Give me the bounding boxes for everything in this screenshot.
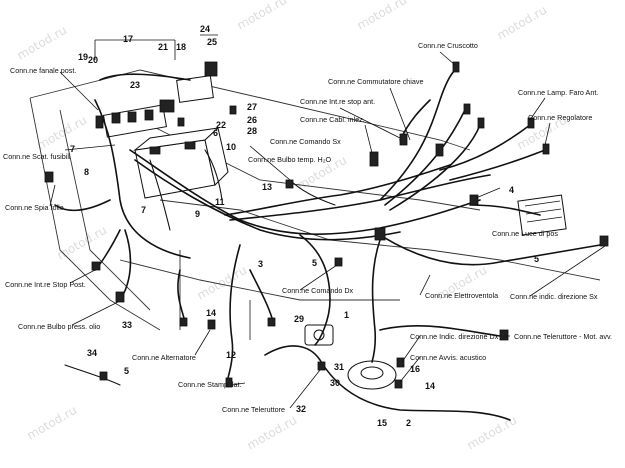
callout: 19 xyxy=(78,52,88,62)
callout: 5 xyxy=(534,254,539,264)
label-fanale-post: Conn.ne fanale post. xyxy=(10,66,76,75)
callout: 24 xyxy=(200,24,210,34)
fuse-box xyxy=(102,104,168,138)
callout: 33 xyxy=(122,320,132,330)
callout: 3 xyxy=(258,259,263,269)
label-bulbo-press-olio: Conn.ne Bulbo press. olio xyxy=(18,322,100,331)
watermark: motod.ru xyxy=(15,23,70,63)
label-scat-fusibili: Conn.ne Scat. fusibili xyxy=(3,152,71,161)
leader-lines xyxy=(49,34,606,409)
callout: 5 xyxy=(312,258,317,268)
callout-numbers: 17 24 25 19 20 21 18 23 27 26 22 28 6 10… xyxy=(70,24,539,428)
label-avvis-acustico: Conn.ne Avvis. acustico xyxy=(410,353,486,362)
starter-relay xyxy=(304,324,334,346)
label-cabl-inlez: Conn.ne Cabl. inlez. xyxy=(300,115,365,124)
callout: 5 xyxy=(124,366,129,376)
label-cruscotto: Conn.ne Cruscotto xyxy=(418,41,478,50)
callout: 7 xyxy=(141,205,146,215)
label-spia-folle: Conn.ne Spia folle xyxy=(5,203,64,212)
label-commutatore-chiave: Conn.ne Commutatore chiave xyxy=(328,77,423,86)
callout: 14 xyxy=(425,381,435,391)
callout: 28 xyxy=(247,126,257,136)
label-int-stop-post: Conn.ne Int.re Stop Post. xyxy=(5,280,86,289)
connectors xyxy=(44,61,609,389)
callout: 18 xyxy=(176,42,186,52)
watermark: motod.ru xyxy=(495,3,550,43)
callout: 12 xyxy=(226,350,236,360)
relay-cluster xyxy=(159,61,218,113)
callout: 20 xyxy=(88,55,98,65)
watermark: motod.ru xyxy=(55,223,110,263)
callout: 8 xyxy=(84,167,89,177)
callout: 17 xyxy=(123,34,133,44)
connection-labels: Conn.ne fanale post. Conn.ne Scat. fusib… xyxy=(3,41,612,414)
regulator xyxy=(517,194,567,236)
callout: 25 xyxy=(207,37,217,47)
callout: 23 xyxy=(130,80,140,90)
callout: 31 xyxy=(334,362,344,372)
callout: 21 xyxy=(158,42,168,52)
label-teleruttore-mot-avv: Conn.ne Teleruttore - Mot. avv. xyxy=(514,332,612,341)
label-regolatore: Conn.ne Regolatore xyxy=(528,113,592,122)
callout: 32 xyxy=(296,404,306,414)
watermark: motod.ru xyxy=(465,413,520,453)
callout: 22 xyxy=(216,120,226,130)
label-indic-direzione-sx: Conn.ne indic. direzione Sx xyxy=(510,292,598,301)
battery xyxy=(133,127,229,199)
callout: 15 xyxy=(377,418,387,428)
callout: 14 xyxy=(206,308,216,318)
label-luce-di-pos: Conn.ne Luce di pos xyxy=(492,229,558,238)
label-indic-direzione-dx: Conn.ne Indic. direzione Dx xyxy=(410,332,499,341)
label-alternatore: Conn.ne Alternatore xyxy=(132,353,196,362)
label-int-stop-ant: Conn.ne Int.re stop ant. xyxy=(300,97,375,106)
callout: 11 xyxy=(215,197,225,207)
label-teleruttore: Conn.ne Teleruttore xyxy=(222,405,285,414)
watermark-layer: motod.ru motod.ru motod.ru motod.ru moto… xyxy=(15,0,570,453)
watermark: motod.ru xyxy=(25,403,80,443)
label-comando-sx: Conn.ne Comando Sx xyxy=(270,137,341,146)
callout: 27 xyxy=(247,102,257,112)
callout: 30 xyxy=(330,378,340,388)
horn xyxy=(347,360,397,390)
watermark: motod.ru xyxy=(235,0,290,33)
callout: 13 xyxy=(262,182,272,192)
label-elettroventola: Conn.ne Elettroventola xyxy=(425,291,498,300)
label-lamp-faro-ant: Conn.ne Lamp. Faro Ant. xyxy=(518,88,598,97)
callout: 34 xyxy=(87,348,97,358)
callout: 4 xyxy=(509,185,514,195)
label-comando-dx: Conn.ne Comando Dx xyxy=(282,286,354,295)
callout: 16 xyxy=(410,364,420,374)
watermark: motod.ru xyxy=(195,263,250,303)
watermark: motod.ru xyxy=(355,0,410,33)
callout: 26 xyxy=(247,115,257,125)
label-stamp-lat: Conn.ne Stamp. lat. xyxy=(178,380,242,389)
callout: 7 xyxy=(70,144,75,154)
callout: 10 xyxy=(226,142,236,152)
callout: 29 xyxy=(294,314,304,324)
label-bulbo-temp: Conn.ne Bulbo temp. H₂O xyxy=(248,155,332,164)
callout: 9 xyxy=(195,209,200,219)
watermark: motod.ru xyxy=(245,413,300,453)
callout: 6 xyxy=(213,128,218,138)
callout: 2 xyxy=(406,418,411,428)
callout: 1 xyxy=(344,310,349,320)
